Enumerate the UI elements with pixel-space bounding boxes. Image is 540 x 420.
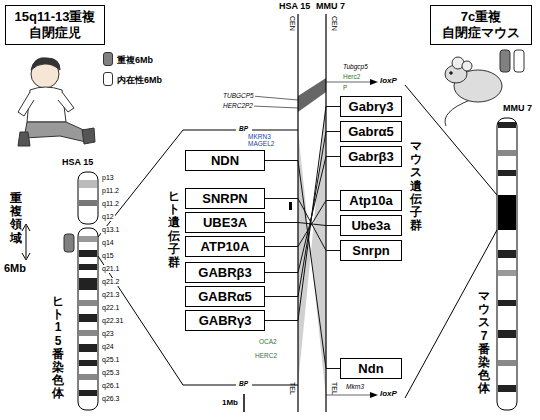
text-label: HERC2P2: [222, 102, 254, 109]
vertical-label: 重複領域: [10, 192, 22, 245]
title-box: 15q11-13重複 自閉症児: [5, 5, 105, 45]
text-label: Herc2: [342, 73, 361, 80]
gene-box: ATP10A: [185, 236, 265, 257]
text-label: MAGEL2: [247, 140, 275, 147]
text-label: Mkrn3: [345, 383, 365, 390]
vertical-label: マウス遺伝子群: [410, 140, 422, 232]
gene-box: NDN: [185, 150, 265, 171]
gene-box: Gabrγ3: [340, 96, 402, 117]
gene-box: SNRPN: [185, 188, 265, 209]
box-text: Atp10a: [349, 193, 392, 208]
gene-box: Gabrα5: [340, 121, 402, 142]
box-text: GABRα5: [198, 289, 252, 304]
title-box: 7c重複 自閉症マウス: [430, 5, 532, 45]
band-label: q14: [101, 239, 115, 247]
legend-swatch: [103, 52, 113, 66]
ortholog-link: [265, 132, 340, 297]
band-label: q21.1: [101, 265, 121, 273]
ortholog-link: [265, 157, 340, 273]
band-label: q23: [101, 330, 115, 338]
mouse-figure: [445, 50, 524, 126]
band-label: q26.3: [101, 395, 121, 403]
legend-swatch: [103, 72, 113, 86]
text-label: BP: [238, 380, 249, 387]
gene-box: Ndn: [340, 358, 402, 379]
band-label: q26.1: [101, 382, 121, 390]
band-label: q11.2: [101, 200, 120, 208]
gene-box: UBE3A: [185, 212, 265, 233]
text-label: 6Mb: [4, 262, 26, 274]
band-label: q13.1: [101, 226, 121, 234]
box-text: SNRPN: [202, 191, 248, 206]
gene-box: Gabrβ3: [340, 146, 402, 167]
ortholog-link: [265, 107, 340, 321]
band-label: q22.1: [101, 304, 121, 312]
box-text: Gabrβ3: [348, 149, 394, 164]
gene-box: Ube3a: [340, 215, 402, 236]
box-text: Ndn: [358, 361, 383, 376]
vertical-label: ヒト遺伝子群: [168, 190, 180, 269]
band-label: q25.1: [101, 356, 121, 364]
box-text: UBE3A: [203, 215, 247, 230]
band-label: q24: [101, 343, 115, 351]
box-text: Ube3a: [351, 218, 390, 233]
text-label: TEL: [330, 382, 338, 395]
band-label: q21.3: [101, 291, 121, 299]
text-label: BP: [238, 125, 249, 132]
text-label: MMU 7: [316, 2, 345, 12]
text-label: 1Mb: [222, 399, 238, 408]
legend-text: 内在性6Mb: [117, 74, 162, 87]
box-text: Snrpn: [352, 243, 390, 258]
gene-box: GABRβ3: [185, 262, 265, 283]
synteny-map: [183, 14, 378, 412]
vertical-label: マウス7番染色体: [478, 290, 490, 396]
text-label: TUBGCP5: [222, 92, 255, 99]
band-label: q21.2: [101, 278, 121, 286]
text-label: loxP: [380, 77, 397, 86]
ortholog-link: [265, 201, 340, 247]
gene-box: GABRγ3: [185, 310, 265, 331]
text-label: HSA 15: [62, 158, 93, 168]
ortholog-link: [265, 199, 340, 251]
box-text: ATP10A: [201, 239, 250, 254]
box-text: 15q11-13重複 自閉症児: [10, 9, 100, 42]
box-text: GABRβ3: [198, 265, 251, 280]
text-label: TEL: [288, 382, 296, 395]
text-label: OCA2: [258, 338, 278, 345]
box-text: Gabrα5: [348, 124, 394, 139]
gene-box: GABRα5: [185, 286, 265, 307]
band-label: p13: [101, 174, 115, 182]
vertical-label: ヒト15番染色体: [52, 295, 64, 401]
band-label: q22.31: [101, 317, 124, 325]
box-text: Gabrγ3: [349, 99, 394, 114]
gene-box: Atp10a: [340, 190, 402, 211]
band-label: q15: [101, 252, 115, 260]
ortholog-link: [265, 223, 340, 226]
text-label: HERC2: [254, 352, 278, 359]
human-chromosome: [22, 130, 183, 410]
band-label: q25.3: [101, 369, 121, 377]
text-label: CEN: [330, 16, 338, 31]
mouse-chromosome: [405, 85, 517, 410]
box-text: GABRγ3: [199, 313, 252, 328]
text-label: Tubgcp5: [342, 63, 369, 70]
legend-text: 重複6Mb: [117, 54, 153, 67]
box-text: NDN: [211, 153, 239, 168]
text-label: loxP: [380, 390, 397, 399]
text-label: MMU 7: [503, 104, 532, 114]
band-label: p11.2: [101, 187, 120, 195]
gene-box: Snrpn: [340, 240, 402, 261]
box-text: 7c重複 自閉症マウス: [435, 9, 527, 42]
child-figure: [18, 58, 95, 146]
text-label: P: [342, 84, 348, 91]
text-label: HSA 15: [279, 2, 310, 12]
text-label: CEN: [288, 16, 296, 31]
band-label: q12: [101, 213, 115, 221]
